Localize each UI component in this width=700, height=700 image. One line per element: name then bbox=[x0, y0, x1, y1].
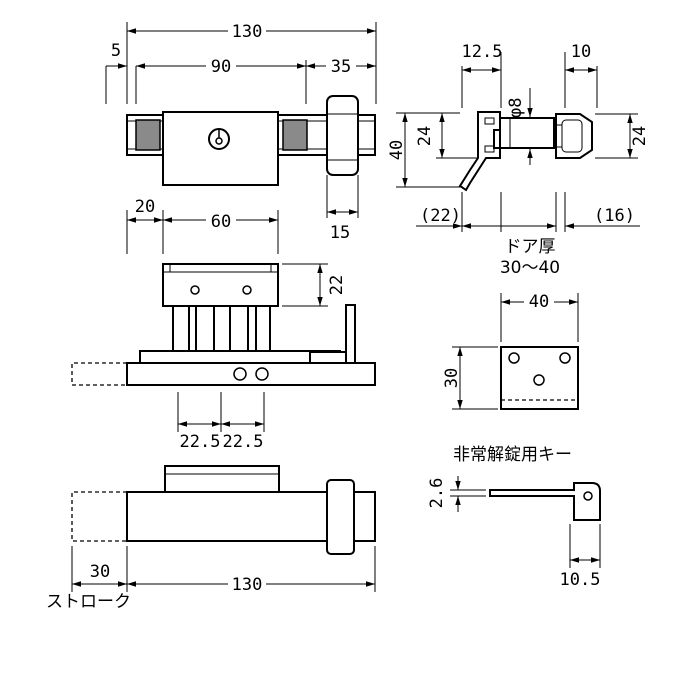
dim-top-width: 60 bbox=[211, 212, 231, 232]
side-knob-right bbox=[555, 113, 593, 159]
dim-side-height-left: 24 bbox=[415, 126, 435, 146]
dim-bottom-overall: 130 bbox=[232, 575, 263, 595]
front-view: 130 5 90 35 15 bbox=[105, 19, 377, 243]
knob bbox=[326, 95, 359, 176]
side-view: 12.5 10 φ8 40 24 24 (22) (16) ドア厚 30〜40 bbox=[387, 42, 650, 278]
dim-strike-width: 40 bbox=[529, 292, 549, 312]
key-title: 非常解錠用キー bbox=[453, 445, 572, 465]
dim-key-tip-width: 10.5 bbox=[560, 570, 601, 590]
dim-side-pitch-left: 12.5 bbox=[462, 42, 503, 62]
dim-strike-height: 30 bbox=[442, 368, 462, 388]
dim-hole-spacing-2: 22.5 bbox=[223, 432, 264, 452]
dim-pin-diameter: φ8 bbox=[506, 98, 526, 118]
dim-side-pitch-right: 10 bbox=[571, 42, 591, 62]
emergency-key bbox=[489, 482, 601, 521]
bottom-knob bbox=[326, 479, 355, 555]
dim-knob-depth: 15 bbox=[330, 223, 350, 243]
dim-stroke-length: 30 bbox=[90, 562, 110, 582]
top-view: 20 60 22 22.5 22.5 bbox=[71, 197, 376, 452]
dim-side-right-extent: (16) bbox=[594, 206, 635, 226]
emergency-key-view: 非常解錠用キー 2.6 10.5 bbox=[427, 445, 601, 590]
dim-front-center: 90 bbox=[211, 57, 231, 77]
side-pin bbox=[499, 117, 555, 149]
top-housing bbox=[162, 263, 279, 307]
dim-front-right: 35 bbox=[331, 57, 351, 77]
dim-side-height-total: 40 bbox=[387, 140, 407, 160]
cylinder-icon bbox=[208, 128, 230, 150]
dim-top-offset: 20 bbox=[135, 197, 155, 217]
bottom-view: 30 130 ストローク bbox=[46, 465, 376, 612]
dim-top-height: 22 bbox=[327, 275, 347, 295]
door-thickness-label: ドア厚 bbox=[505, 237, 556, 257]
dim-front-overall: 130 bbox=[232, 22, 263, 42]
dim-hole-spacing-1: 22.5 bbox=[180, 432, 221, 452]
strike-plate-view: 40 30 bbox=[442, 290, 579, 410]
strike-plate bbox=[500, 346, 579, 410]
top-base-rail bbox=[126, 362, 376, 386]
dim-side-height-right: 24 bbox=[630, 126, 650, 146]
door-thickness-range: 30〜40 bbox=[500, 258, 560, 278]
dim-key-thickness: 2.6 bbox=[427, 478, 447, 509]
dim-front-offset: 5 bbox=[111, 41, 121, 61]
dim-side-left-extent: (22) bbox=[420, 206, 461, 226]
stroke-label: ストローク bbox=[46, 592, 131, 612]
